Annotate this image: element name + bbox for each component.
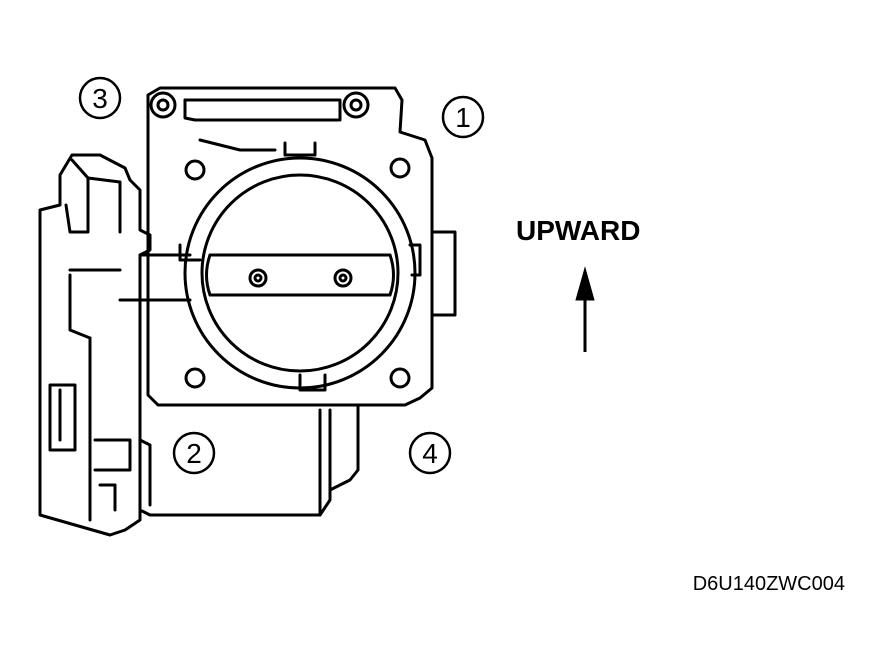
callout-4: 4 xyxy=(408,431,452,475)
callout-4-number: 4 xyxy=(422,438,438,469)
throttle-body-drawing xyxy=(38,86,457,537)
callout-4-circle xyxy=(408,431,452,475)
callout-2: 2 xyxy=(172,431,216,475)
callout-3-circle xyxy=(78,76,122,120)
callout-2-circle xyxy=(172,431,216,475)
callout-3: 3 xyxy=(78,76,122,120)
callout-3-number: 3 xyxy=(92,83,108,114)
up-arrow-icon xyxy=(575,266,595,352)
callout-2-number: 2 xyxy=(186,438,202,469)
callout-1: 1 xyxy=(441,95,485,139)
upward-label: UPWARD xyxy=(516,215,640,246)
callout-1-number: 1 xyxy=(455,102,471,133)
figure-code: D6U140ZWC004 xyxy=(693,573,845,595)
callout-1-circle xyxy=(441,95,485,139)
